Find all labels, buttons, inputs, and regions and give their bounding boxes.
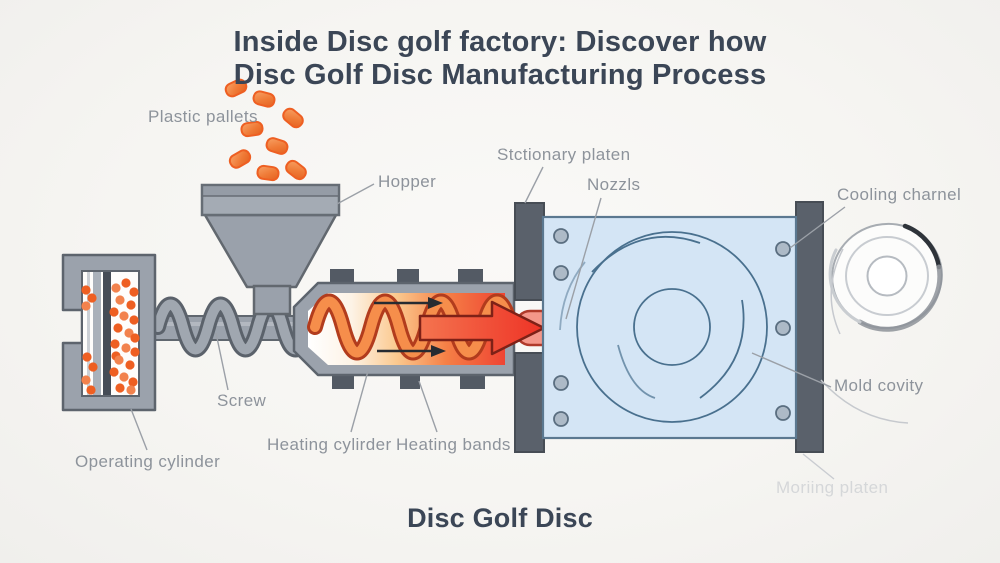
caption-disc-golf-disc: Disc Golf Disc [407,503,593,533]
plastic-pellet-dot [125,360,135,370]
label-heating-bands: Heating bands [396,435,511,454]
moving-platen [795,201,824,453]
mold-block [541,215,798,440]
leader-stationary-platen [524,166,544,204]
hopper [200,183,341,316]
plastic-pellet [228,149,252,169]
plastic-pellet [224,78,248,98]
label-plastic-pellets: Plastic pallets [148,107,258,126]
plastic-pellet-dot [109,367,119,377]
label-mold-cavity: Mold covity [834,376,924,395]
leader-heating-cylinder [350,370,369,433]
plastic-pellet-dot [81,375,91,385]
leader-screw [215,332,229,391]
plastic-pellet-dot [130,333,140,343]
heating-band [400,373,420,389]
label-cooling-channel: Cooling charnel [837,185,962,204]
label-operating-cylinder: Operating cylinder [75,452,221,471]
leader-moving-platen [802,453,835,480]
stationary-platen-bottom [514,352,545,453]
leader-cooling-channel [789,206,846,249]
plastic-pellet-dot [121,343,131,353]
leader-lines [130,166,846,480]
label-screw: Screw [217,391,267,410]
heating-band [330,269,354,285]
cooling-channel-bolts [553,228,791,427]
plastic-pellet-dot [82,352,92,362]
plastic-pellet [256,164,280,182]
piston-stripe-dark [103,272,111,395]
plastic-pellet-dot [88,362,98,372]
plastic-pellet-dot [110,339,120,349]
pellets-in-cylinder [81,278,140,395]
operating-cylinder [61,253,157,412]
plastic-pellet [282,107,304,129]
plastic-pellet [265,137,289,155]
label-moving-platen: Moriing platen [776,478,889,497]
plastic-pellet-dot [119,311,129,321]
screw-coil-gray [150,296,316,358]
label-heating-cylinder: Heating cylirder [267,435,392,454]
plastic-pellet-dot [115,383,125,393]
finished-disc [828,222,943,332]
plastic-pellet-dot [126,300,136,310]
falling-plastic-pellets [224,78,307,182]
plastic-pellet-dot [87,293,97,303]
plastic-pellet-dot [129,287,139,297]
title-line-1: Inside Disc golf factory: Discover how [233,26,767,58]
plastic-pellet-dot [121,278,131,288]
plastic-pellet-dot [115,295,125,305]
plastic-pellet-dot [81,285,91,295]
plastic-pellet-dot [130,347,140,357]
leader-operating-cylinder [130,408,148,451]
leader-nozzle [565,197,602,320]
leader-mold-cavity [751,352,832,388]
heating-band [460,373,485,389]
flow-arrow-top [374,297,443,309]
label-stationary-platen: Stctionary platen [497,145,631,164]
plastic-pellet-dot [114,355,124,365]
plastic-pellet-dot [128,377,138,387]
injection-arrow [418,300,546,356]
plastic-pellet [240,120,264,138]
title-line-2: Disc Golf Disc Manufacturing Process [233,59,767,91]
plastic-pellet-dot [109,307,119,317]
page-title: Inside Disc golf factory: Discover how D… [0,26,1000,92]
plastic-pellet-dot [113,323,123,333]
mold-cavity-circles [559,231,768,423]
leader-heating-bands [418,380,438,433]
stationary-platen-top [514,202,545,301]
heating-band [458,269,483,285]
plastic-pellet [252,90,276,108]
plastic-pellet-dot [119,372,129,382]
plastic-pellet-dot [129,315,139,325]
label-nozzle: Nozzls [587,175,641,194]
heating-band [332,373,354,389]
plastic-pellet-dot [86,385,96,395]
flow-arrow-bottom [377,345,446,357]
plastic-pellet-dot [81,301,91,311]
plastic-pellet-dot [111,283,121,293]
leader-hopper [336,183,375,205]
label-hopper: Hopper [378,172,437,191]
plastic-pellet [285,159,307,181]
piston-stripe-gray [93,272,101,395]
piston-stripe-light [87,272,90,395]
heating-band [397,269,419,285]
plastic-pellet-dot [126,385,136,395]
motion-swoosh-lines [820,248,909,424]
